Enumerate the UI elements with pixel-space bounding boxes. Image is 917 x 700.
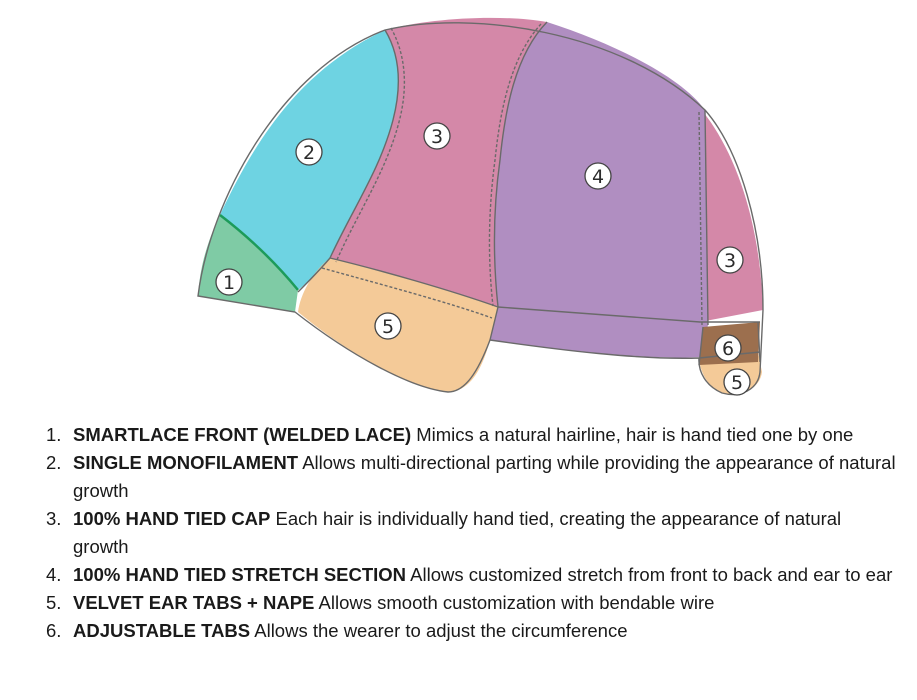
svg-text:3: 3 xyxy=(724,250,736,272)
legend-number: 5. xyxy=(46,592,62,613)
marker-5-ear: 5 xyxy=(374,312,402,340)
marker-6: 6 xyxy=(714,334,742,362)
feature-legend: 1. SMARTLACE FRONT (WELDED LACE) Mimics a… xyxy=(40,421,900,645)
marker-2: 2 xyxy=(295,138,323,166)
legend-number: 4. xyxy=(46,564,62,585)
legend-item: 4. 100% HAND TIED STRETCH SECTION Allows … xyxy=(40,561,900,589)
legend-term: 100% HAND TIED CAP xyxy=(73,508,271,529)
legend-description: Allows smooth customization with bendabl… xyxy=(314,592,715,613)
legend-number: 6. xyxy=(46,620,62,641)
legend-description: Mimics a natural hairline, hair is hand … xyxy=(411,424,854,445)
legend-item: 6. ADJUSTABLE TABS Allows the wearer to a… xyxy=(40,617,900,645)
legend-item: 2. SINGLE MONOFILAMENT Allows multi-direc… xyxy=(40,449,900,505)
cap-section-hand-tied-back xyxy=(700,108,763,322)
svg-text:6: 6 xyxy=(722,338,734,360)
legend-term: 100% HAND TIED STRETCH SECTION xyxy=(73,564,407,585)
cap-section-stretch xyxy=(490,22,708,358)
marker-4: 4 xyxy=(584,162,612,190)
legend-description: Allows customized stretch from front to … xyxy=(406,564,893,585)
legend-number: 1. xyxy=(46,424,62,445)
wig-cap-diagram: 1 2 3 4 3 5 6 5 xyxy=(197,17,764,396)
legend-item: 3. 100% HAND TIED CAP Each hair is indivi… xyxy=(40,505,900,561)
cap-outline xyxy=(197,21,764,396)
svg-text:5: 5 xyxy=(382,316,394,338)
legend-description: Allows the wearer to adjust the circumfe… xyxy=(250,620,628,641)
cap-section-hand-tied-crown xyxy=(330,17,547,308)
svg-text:4: 4 xyxy=(592,166,604,188)
legend-number: 2. xyxy=(46,452,62,473)
legend-term: SINGLE MONOFILAMENT xyxy=(73,452,299,473)
lace-border-line xyxy=(219,214,299,291)
marker-3-crown: 3 xyxy=(423,122,451,150)
svg-text:5: 5 xyxy=(731,372,743,394)
legend-description: Allows multi-directional parting while p… xyxy=(73,452,896,501)
marker-5-nape: 5 xyxy=(723,368,751,396)
legend-number: 3. xyxy=(46,508,62,529)
legend-term: SMARTLACE FRONT (WELDED LACE) xyxy=(73,424,412,445)
legend-item: 1. SMARTLACE FRONT (WELDED LACE) Mimics a… xyxy=(40,421,900,449)
legend-description: Each hair is individually hand tied, cre… xyxy=(73,508,842,557)
svg-text:1: 1 xyxy=(223,272,235,294)
legend-term: VELVET EAR TABS + NAPE xyxy=(73,592,315,613)
marker-1: 1 xyxy=(215,268,243,296)
legend-item: 5. VELVET EAR TABS + NAPE Allows smooth c… xyxy=(40,589,900,617)
svg-text:2: 2 xyxy=(303,142,315,164)
svg-text:3: 3 xyxy=(431,126,443,148)
marker-3-back: 3 xyxy=(716,246,744,274)
legend-term: ADJUSTABLE TABS xyxy=(73,620,251,641)
